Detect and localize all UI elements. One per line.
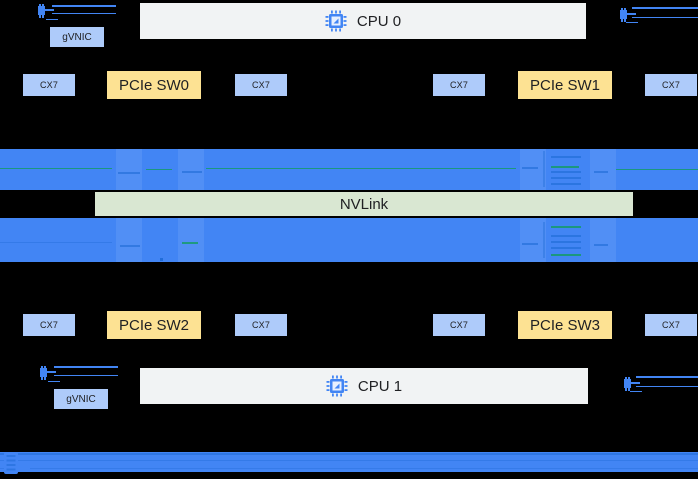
pcie-switch-sw2[interactable]: PCIe SW2 (107, 311, 201, 339)
cpu0-bar[interactable]: CPU 0 (140, 3, 586, 39)
gpu-row-lower[interactable] (0, 218, 698, 262)
cx7-box-7[interactable]: CX7 (645, 314, 697, 336)
network-port-icon (620, 8, 636, 22)
nvlink-label: NVLink (339, 195, 389, 213)
gvnic-label-bottom[interactable]: gVNIC (54, 389, 108, 409)
cpu1-label: CPU 1 (357, 377, 403, 395)
cx7-box-3[interactable]: CX7 (645, 74, 697, 96)
cpu1-bar[interactable]: CPU 1 (140, 368, 588, 404)
pcie-switch-sw1[interactable]: PCIe SW1 (518, 71, 612, 99)
cx7-box-2[interactable]: CX7 (433, 74, 485, 96)
network-link-bottom-left (40, 364, 120, 386)
cx7-box-1[interactable]: CX7 (235, 74, 287, 96)
pcie-switch-sw3[interactable]: PCIe SW3 (518, 311, 612, 339)
network-switch-icon (2, 450, 30, 476)
pcie-switch-sw0[interactable]: PCIe SW0 (107, 71, 201, 99)
nvlink-bar[interactable]: NVLink (95, 192, 633, 216)
network-link-top-left (38, 2, 118, 24)
network-switch-bar[interactable] (0, 452, 698, 472)
network-port-icon (38, 4, 54, 18)
network-link-bottom-right (624, 375, 698, 395)
cpu-chip-icon (325, 10, 347, 32)
cx7-box-6[interactable]: CX7 (433, 314, 485, 336)
network-port-icon (40, 366, 56, 380)
cpu-chip-icon (326, 375, 348, 397)
network-port-icon (624, 377, 640, 391)
gvnic-label-top[interactable]: gVNIC (50, 27, 104, 47)
gpu-row-upper[interactable] (0, 149, 698, 190)
cx7-box-5[interactable]: CX7 (235, 314, 287, 336)
network-link-top-right (620, 6, 698, 26)
cx7-box-4[interactable]: CX7 (23, 314, 75, 336)
cpu0-label: CPU 0 (356, 12, 402, 30)
cx7-box-0[interactable]: CX7 (23, 74, 75, 96)
